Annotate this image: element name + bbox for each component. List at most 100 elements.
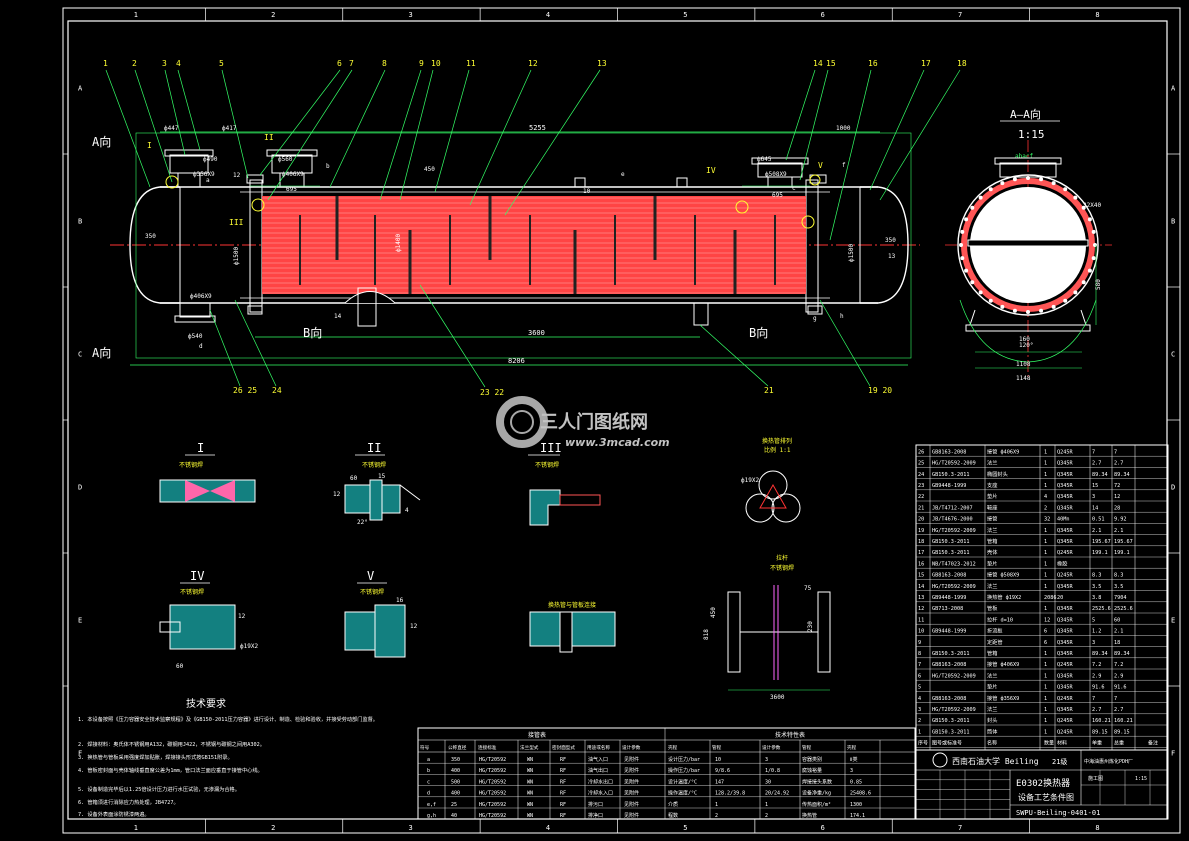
- bom-cell: 89.15: [1114, 729, 1130, 735]
- bom-cell: 法兰: [987, 671, 997, 679]
- bom-cell: Q345R: [1057, 461, 1073, 467]
- zone-row-right-D: D: [1171, 484, 1175, 492]
- nozzle-f: f: [842, 162, 846, 169]
- nozzle-table-cell: e,f: [427, 802, 436, 808]
- bom-cell: 6: [1044, 640, 1047, 646]
- nozzle-table-cell: WN: [527, 768, 533, 774]
- nozzle-table-header: 用途或名称: [587, 744, 610, 751]
- nozzle-c: c: [792, 185, 796, 192]
- nozzle-table: 接管表 技术特性表 符号公称直径连接标准法兰型式密封面型式用途或名称设计参数壳程…: [417, 727, 916, 820]
- bolt-hole: [964, 268, 969, 273]
- section-dim-120: 120°: [1019, 342, 1033, 349]
- bom-cell: 法兰: [987, 526, 997, 534]
- leader-line: [329, 69, 386, 188]
- tech-req-line-4: 4. 管板密封面与壳体轴线垂直度公差为1mm，管口法兰面应垂直于接管中心线。: [78, 766, 263, 774]
- bom-cell: 1: [1044, 718, 1047, 724]
- bom-cell: 8.3: [1092, 573, 1101, 579]
- section-scale: 1:15: [1018, 128, 1045, 141]
- technical-requirements: 技术要求 1. 本设备按照《压力容器安全技术监察规程》及《GB150-2011压…: [78, 697, 378, 818]
- nozzle-table-cell: 冷却水出口: [588, 778, 613, 785]
- nozzle-table-cell: 20/24.92: [765, 791, 789, 797]
- detail-4-label: 不锈钢焊: [180, 588, 204, 596]
- part-label-2: 2: [132, 59, 137, 68]
- baffle-plate: [573, 230, 577, 294]
- dim-1400: ф1400: [395, 234, 402, 252]
- nozzle-table-cell: 9/8.6: [715, 768, 730, 774]
- bom-cell: Q245R: [1057, 729, 1073, 735]
- bolt-hole: [1063, 187, 1068, 192]
- nozzle-table-cell: 冷却水入口: [588, 790, 613, 797]
- bolt-hole: [1073, 290, 1078, 295]
- bom-cell: GB150.3-2011: [932, 472, 969, 478]
- bom-cell: 1: [918, 729, 921, 735]
- bom-cell: Q345R: [1057, 707, 1073, 713]
- bom-cell: 6: [918, 673, 921, 679]
- bolt-hole: [964, 217, 969, 222]
- nozzle-table-cell: 0.85: [850, 779, 862, 785]
- title-stage: 施工图: [1088, 775, 1103, 782]
- zone-col-bottom-1: 1: [134, 824, 138, 832]
- tech-req-title: 技术要求: [186, 697, 226, 710]
- bom-cell: 18: [1114, 640, 1120, 646]
- bolt-hole: [978, 290, 983, 295]
- bom-cell: 7: [1114, 449, 1117, 455]
- bom-cell: 14: [1092, 505, 1098, 511]
- detail-2-4: 4: [405, 507, 409, 514]
- bom-cell: Q245R: [1057, 696, 1073, 702]
- nozzle-table-cell: RF: [560, 779, 566, 785]
- nozzle-table-cell: 1300: [850, 802, 862, 808]
- bom-header-cell: 序号: [918, 740, 928, 747]
- bolt-hole: [1000, 304, 1005, 309]
- nozzle-table-cell: 见附件: [624, 778, 639, 785]
- bom-cell: 21: [918, 505, 924, 511]
- nozzle-table-cell: 见附件: [624, 767, 639, 774]
- part-label-17: 17: [921, 59, 931, 68]
- bom-cell: Q345R: [1057, 584, 1073, 590]
- zone-row-right-C: C: [1171, 351, 1175, 359]
- bom-cell: 195.67: [1092, 539, 1111, 545]
- nozzle-e: e: [621, 171, 625, 178]
- nozzle-table-cell: 25: [451, 802, 457, 808]
- bom-cell: 2.7: [1114, 461, 1123, 467]
- bom-cell: 3.5: [1114, 584, 1123, 590]
- zone-row-right-B: B: [1171, 218, 1175, 226]
- bom-cell: 封头: [987, 716, 997, 724]
- bom-cell: 垫片: [987, 683, 997, 691]
- bom-cell: 195.67: [1114, 539, 1133, 545]
- bom-cell: 28: [1114, 505, 1120, 511]
- zone-row-left-A: A: [78, 85, 83, 93]
- dim-447: ф447: [164, 125, 179, 132]
- bom-cell: 3: [1092, 640, 1095, 646]
- detail-2-label: 不锈钢焊: [362, 461, 386, 469]
- nozzle-table-header: 符号: [420, 744, 430, 751]
- part-label-13: 13: [597, 59, 607, 68]
- section-dim-32: 32X40: [1083, 202, 1101, 209]
- bom-cell: GB9448-1999: [932, 483, 966, 489]
- nozzle-table-header: 设计参数: [762, 744, 781, 751]
- nozzle-table-cell: 见附件: [624, 790, 639, 797]
- zone-col-bottom-5: 5: [683, 824, 687, 832]
- left-head: [129, 186, 180, 304]
- title-scale: 1:15: [1135, 776, 1147, 782]
- nozzle-table-cell: 30: [765, 779, 771, 785]
- tech-req-line-2: 2. 焊接材料：奥氏体不锈钢用A132，碳钢用J422，不锈钢与碳钢之间用A30…: [78, 740, 265, 748]
- nozzle-table-cell: HG/T20592: [479, 791, 506, 797]
- bom-cell: 16: [918, 561, 924, 567]
- bolt-hole: [960, 229, 965, 234]
- zone-row-left-F: F: [78, 750, 82, 758]
- zone-row-left-E: E: [78, 617, 82, 625]
- nozzle-table-cell: 128.2/39.8: [715, 791, 745, 797]
- detail-5-label: 不锈钢焊: [360, 588, 384, 596]
- nozzle-table-cell: WN: [527, 802, 533, 808]
- bolt-hole: [959, 243, 963, 247]
- bom-cell: 1: [1044, 685, 1047, 691]
- bom-cell: 12: [918, 606, 924, 612]
- bom-cell: GB713-2008: [932, 606, 963, 612]
- leader-line: [799, 69, 829, 181]
- tie-rod-spacer: [529, 215, 531, 285]
- bom-cell: Q345R: [1057, 539, 1073, 545]
- small-10: 10: [583, 188, 591, 195]
- bolt-hole: [1081, 205, 1086, 210]
